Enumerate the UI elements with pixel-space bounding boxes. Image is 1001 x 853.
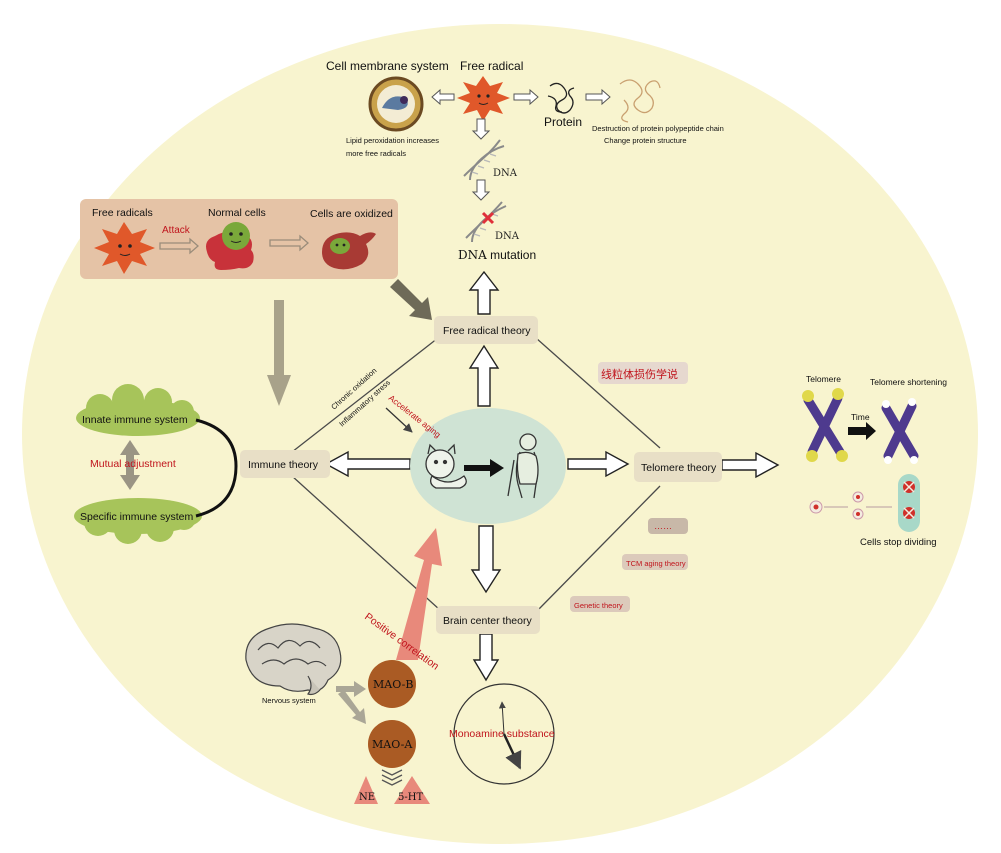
- telomere-theory-box: [634, 452, 722, 482]
- destruction-text-line2: Change protein structure: [604, 136, 687, 145]
- attack-label: Attack: [162, 225, 191, 236]
- genetic-box: [570, 596, 630, 612]
- immune-theory-box: [240, 450, 330, 478]
- brain-icon: [245, 623, 342, 696]
- dna-mutation-label: DNA mutation: [458, 248, 536, 262]
- telomere-label: Telomere: [806, 374, 841, 384]
- accelerate-aging-arrow: [385, 407, 413, 433]
- brain-center-theory-box: [436, 606, 540, 634]
- cells-stop-dividing-label: Cells stop dividing: [860, 537, 937, 548]
- immune-bracket: [195, 418, 238, 518]
- attack-normal-cells-label: Normal cells: [208, 207, 266, 219]
- specific-cloud: [74, 498, 202, 544]
- ne-triangle: [354, 776, 378, 804]
- dna-helix-icon: [463, 139, 505, 181]
- time-arrow: [848, 422, 876, 440]
- protein-label: Protein: [544, 115, 582, 129]
- ht-triangle: [394, 776, 430, 804]
- innate-cloud: [76, 384, 200, 436]
- mao-a-chevrons-icon: [381, 769, 403, 786]
- attack-free-radical-star-icon: [94, 222, 155, 274]
- attack-free-radicals-label: Free radicals: [92, 207, 153, 219]
- mutated-dna-helix-icon: [465, 201, 507, 243]
- positive-correlation-arrow: [396, 528, 442, 660]
- short-chromosome-icon: [881, 398, 919, 464]
- diamond-lines: [291, 337, 661, 611]
- dna-label-2: DNA: [495, 231, 520, 242]
- mutual-adjustment-arrow: [120, 440, 140, 490]
- free-radical-star-icon: [457, 76, 510, 121]
- tcm-label: TCM aging theory: [626, 559, 686, 568]
- mao-a-icon: [368, 720, 416, 768]
- brain-center-theory-label: Brain center theory: [443, 615, 532, 627]
- attack-arrows: [159, 234, 309, 255]
- mitochondria-box: [598, 362, 688, 384]
- ht-label: 5-HT: [398, 792, 423, 803]
- time-label: Time: [851, 412, 870, 422]
- ellipsis-box: [648, 518, 688, 534]
- clock-icon: [453, 683, 555, 785]
- tcm-box: [622, 554, 688, 570]
- panel-to-immune-arrow: [267, 300, 291, 406]
- genetic-label: Genetic theory: [574, 601, 623, 610]
- nervous-system-label: Nervous system: [262, 696, 316, 705]
- destruction-text-line1: Destruction of protein polypeptide chain: [592, 124, 724, 133]
- protein-icon: [547, 82, 575, 114]
- center-hollow-arrows: [324, 270, 780, 682]
- panel-to-free-radical-arrow: [390, 279, 432, 320]
- mutual-adjustment-label: Mutual adjustment: [90, 458, 176, 470]
- dna-label-1: DNA: [493, 168, 518, 179]
- cell-division-icon: [809, 474, 920, 532]
- damaged-protein-icon: [619, 79, 661, 123]
- telomere-theory-label: Telomere theory: [641, 462, 717, 474]
- free-radical-label: Free radical: [460, 59, 523, 73]
- young-cat-icon: [425, 443, 467, 489]
- mao-b-label: MAO-B: [373, 678, 413, 691]
- normal-cell-icon: [206, 222, 254, 270]
- free-radical-theory-label: Free radical theory: [443, 325, 531, 337]
- mitochondria-label: 线粒体损伤学说: [601, 367, 678, 381]
- monoamine-label: Monoamine substance: [449, 728, 555, 740]
- free-radical-theory-box: [434, 316, 538, 344]
- chromosome-icon: [802, 388, 848, 462]
- lipid-text-line1: Lipid peroxidation increases: [346, 136, 439, 145]
- innate-immune-label: Innate immune system: [82, 414, 188, 426]
- telomere-shortening-label: Telomere shortening: [870, 377, 947, 387]
- oxidized-cell-icon: [322, 232, 376, 270]
- ne-label: NE: [359, 792, 375, 803]
- attack-oxidized-label: Cells are oxidized: [310, 208, 393, 220]
- top-hollow-arrows: [431, 88, 611, 201]
- mao-a-label: MAO-A: [372, 738, 413, 751]
- mao-b-icon: [368, 660, 416, 708]
- immune-theory-label: Immune theory: [248, 459, 319, 471]
- cell-membrane-label: Cell membrane system: [326, 59, 449, 73]
- lipid-text-line2: more free radicals: [346, 149, 406, 158]
- ellipsis-label: ……: [654, 521, 672, 531]
- young-to-old-arrow: [464, 459, 504, 477]
- cell-membrane-icon: [368, 76, 424, 132]
- elderly-person-icon: [507, 433, 539, 499]
- brain-to-mao-arrows: [336, 681, 366, 724]
- specific-immune-label: Specific immune system: [80, 511, 193, 523]
